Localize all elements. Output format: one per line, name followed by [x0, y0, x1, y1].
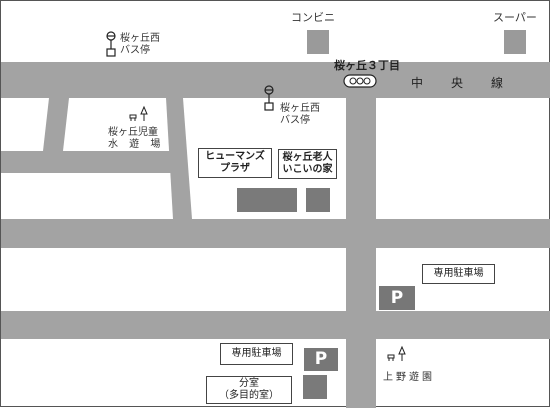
- supermarket-label: スーパー: [493, 11, 537, 24]
- supermarket-building: [504, 30, 526, 54]
- parking-icon: P: [379, 286, 415, 310]
- park-lane: [1, 151, 179, 173]
- left-spur-road: [43, 98, 69, 151]
- main-road-char-2: 央: [451, 76, 464, 90]
- branch-office-building: [303, 375, 327, 399]
- plaza-name-1: ヒューマンズ: [205, 151, 265, 162]
- vertical-road: [346, 62, 376, 408]
- house-name-1: 桜ヶ丘老人: [282, 152, 333, 163]
- humans-plaza-label: ヒューマンズ プラザ: [198, 148, 272, 178]
- parking-label-right: 専用駐車場: [422, 264, 495, 284]
- traffic-light-icon: [343, 74, 377, 88]
- convenience-store-label: コンビニ: [291, 11, 335, 24]
- park-icon: [387, 345, 406, 361]
- bus-stop-label-east: 桜ヶ丘西 バス停: [280, 103, 320, 127]
- parking-icon: P: [304, 348, 338, 371]
- main-road-char-1: 中: [411, 76, 424, 90]
- main-road-char-3: 線: [491, 76, 504, 90]
- park-name: 桜ヶ丘児童: [108, 127, 158, 138]
- park-suffix: 水 遊 場: [108, 139, 165, 150]
- bus-stop-icon: [264, 85, 274, 111]
- lower-road: [1, 311, 550, 339]
- elderly-house-building: [306, 188, 330, 212]
- plaza-name-2: プラザ: [220, 163, 250, 174]
- main-road: [1, 62, 550, 98]
- convenience-store-building: [307, 30, 329, 54]
- bus-stop-suffix: バス停: [280, 115, 310, 126]
- park-icon: [129, 105, 148, 121]
- bus-stop-name: 桜ヶ丘西: [280, 103, 320, 114]
- bus-stop-icon: [106, 31, 116, 57]
- bus-stop-label-west: 桜ヶ丘西 バス停: [120, 33, 160, 57]
- middle-road: [1, 219, 550, 248]
- bus-stop-suffix: バス停: [120, 45, 150, 56]
- childrens-park-label: 桜ヶ丘児童 水 遊 場: [108, 127, 164, 151]
- branch-suffix: （多目的室）: [219, 390, 279, 401]
- bus-stop-name: 桜ヶ丘西: [120, 33, 160, 44]
- intersection-label: 桜ヶ丘３丁目: [334, 59, 400, 72]
- branch-office-label: 分室 （多目的室）: [206, 376, 292, 404]
- humans-plaza-building: [237, 188, 297, 212]
- house-name-2: いこいの家: [282, 164, 333, 175]
- parking-label-bottom: 専用駐車場: [220, 343, 293, 365]
- branch-name: 分室: [239, 378, 259, 389]
- ueno-park-label: 上野遊園: [383, 372, 435, 383]
- elderly-house-label: 桜ヶ丘老人 いこいの家: [278, 149, 337, 179]
